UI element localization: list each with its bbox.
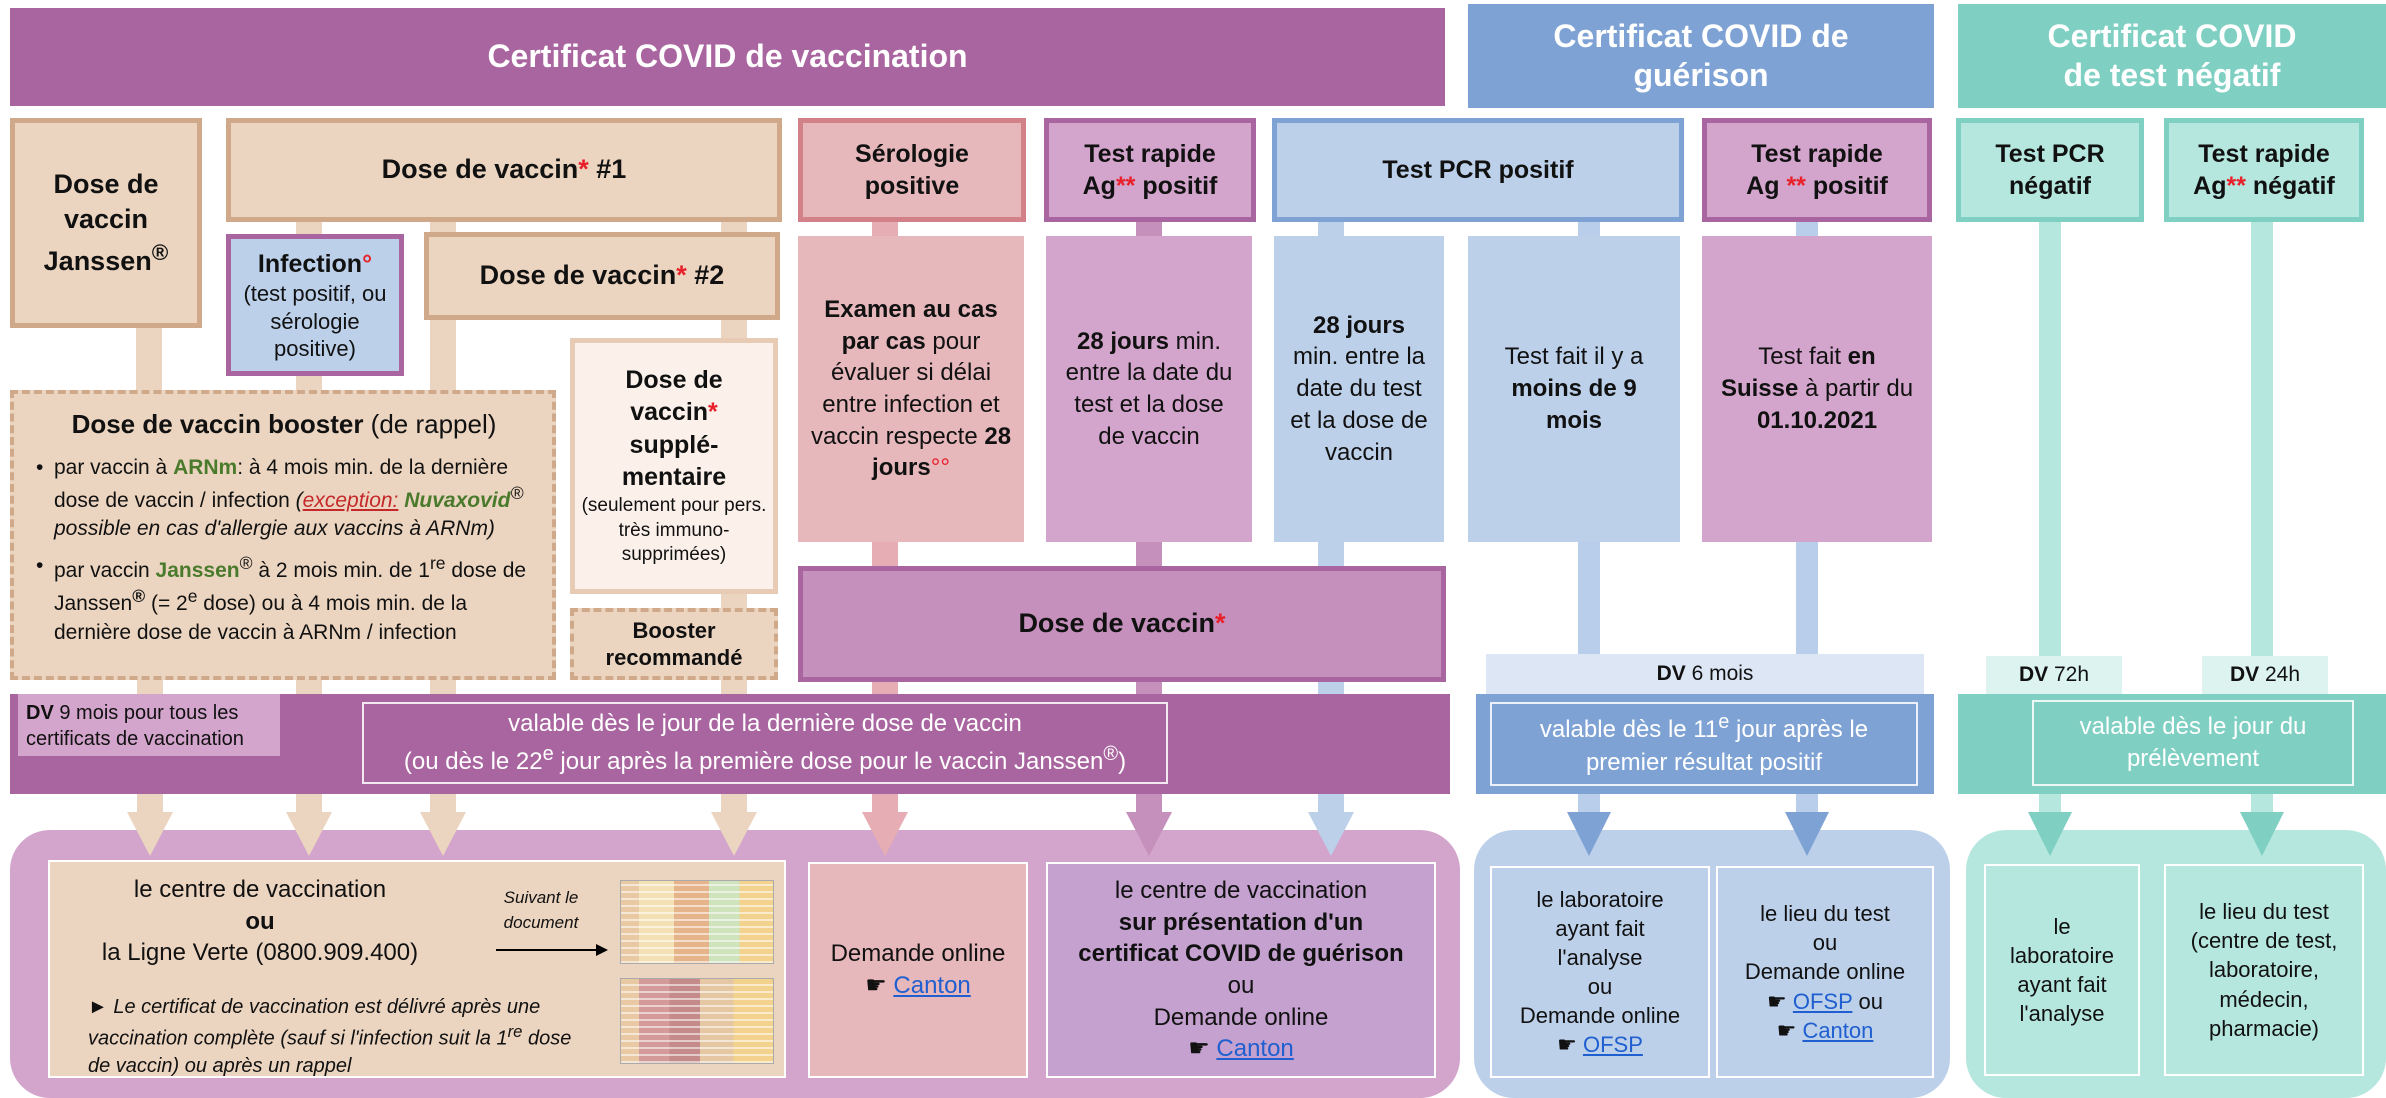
issuer-centre-guerison: le centre de vaccination sur présentatio…: [1046, 862, 1436, 1078]
dose-de-vaccin-box: Dose de vaccin*: [798, 566, 1446, 682]
booster-rule-arnm: par vaccin à ARNm: à 4 mois min. de la d…: [32, 454, 536, 544]
document-thumbnail-2: [620, 978, 774, 1064]
issuer-demande-online-canton: Demande online ☛ Canton: [808, 862, 1028, 1078]
issuer-centre-vaccination: le centre de vaccination ou la Ligne Ver…: [48, 860, 786, 1078]
document-thumbnail-1: [620, 880, 774, 964]
validity-vaccination-text: valable dès le jour de la dernière dose …: [362, 702, 1168, 784]
janssen-label: Janssen®: [43, 239, 169, 276]
infection-box: Infection° (test positif, ou sérologie p…: [226, 234, 404, 376]
serologie-box: Sérologie positive: [798, 118, 1026, 222]
test-pcr-positif-box: Test PCR positif: [1272, 118, 1684, 222]
ofsp-link[interactable]: OFSP: [1792, 988, 1853, 1014]
dv-9-mois-badge: DV 9 mois pour tous les certificats de v…: [18, 694, 280, 756]
moins-9-mois-box: Test fait il y a moins de 9 mois: [1468, 236, 1680, 542]
dose-2-box: Dose de vaccin* #2: [424, 232, 780, 320]
dv-24h-badge: DV 24h: [2202, 656, 2328, 694]
test-rapide-negatif-box: Test rapide Ag** négatif: [2164, 118, 2364, 222]
suisse-box: Test fait en Suisse à partir du 01.10.20…: [1702, 236, 1932, 542]
canton-link[interactable]: Canton: [1216, 1035, 1294, 1063]
banner-guerison: Certificat COVID de guérison: [1468, 4, 1934, 108]
validity-test-strip: [1958, 694, 2386, 794]
booster-rule-janssen: par vaccin Janssen® à 2 mois min. de 1re…: [32, 552, 536, 647]
dv-6-mois-badge: DV 6 mois: [1486, 654, 1924, 694]
canton-link[interactable]: Canton: [893, 972, 971, 999]
ofsp-link[interactable]: OFSP: [1582, 1032, 1643, 1058]
validity-test-text: valable dès le jour du prélèvement: [2032, 700, 2354, 786]
delay-28-days-box-2: 28 jours min. entre la date du test et l…: [1274, 236, 1444, 542]
banner-test-negatif: Certificat COVID de test négatif: [1958, 4, 2386, 108]
validity-guerison-text: valable dès le 11e jour après le premier…: [1490, 702, 1918, 786]
janssen-dose-box: Dose de vaccin Janssen®: [10, 118, 202, 328]
issuer-laboratoire-test: le laboratoire ayant fait l'analyse: [1984, 864, 2140, 1076]
examen-box: Examen au cas par cas pour évaluer si dé…: [798, 236, 1024, 542]
arrow-right-icon: [496, 944, 608, 956]
connector: [136, 320, 162, 400]
test-rapide-positif-box-1: Test rapide Ag** positif: [1044, 118, 1256, 222]
hand-pointer-icon: ☛: [1767, 988, 1793, 1014]
suivant-le-document: Suivant le document: [503, 888, 579, 932]
issuer-lieu-du-test: le lieu du test ou Demande online ☛ OFSP…: [1716, 866, 1934, 1078]
hand-pointer-icon: ☛: [1188, 1035, 1217, 1063]
vaccination-note: ► Le certificat de vaccination est déliv…: [88, 996, 572, 1077]
booster-rules: par vaccin à ARNm: à 4 mois min. de la d…: [32, 454, 536, 647]
test-rapide-positif-box-2: Test rapide Ag ** positif: [1702, 118, 1932, 222]
hand-pointer-icon: ☛: [1776, 1017, 1803, 1043]
dose-1-box: Dose de vaccin* #1: [226, 118, 782, 222]
issuer-laboratoire: le laboratoire ayant fait l'analyse ou D…: [1490, 866, 1710, 1078]
hand-pointer-icon: ☛: [1557, 1032, 1583, 1058]
booster-box: Dose de vaccin booster (de rappel) par v…: [10, 390, 556, 680]
supplementary-dose-box: Dose de vaccin* supplé- mentaire (seulem…: [570, 338, 778, 594]
issuer-lieu-du-test-neg: le lieu du test (centre de test, laborat…: [2164, 864, 2364, 1076]
banner-vaccination: Certificat COVID de vaccination: [10, 8, 1445, 106]
test-pcr-negatif-box: Test PCR négatif: [1956, 118, 2144, 222]
dv-72h-badge: DV 72h: [1986, 656, 2122, 694]
delay-28-days-box-1: 28 jours min. entre la date du test et l…: [1046, 236, 1252, 542]
booster-recommande-box: Booster recommandé: [570, 608, 778, 680]
canton-link[interactable]: Canton: [1802, 1017, 1874, 1043]
validity-guerison-strip: [1476, 694, 1934, 794]
hand-pointer-icon: ☛: [865, 972, 894, 999]
